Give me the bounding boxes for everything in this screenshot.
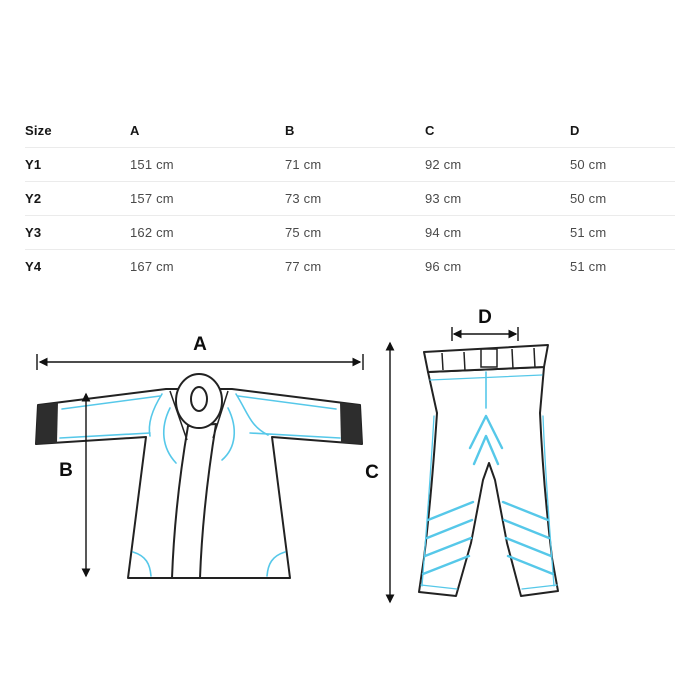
measurement-cell: 73 cm: [285, 181, 425, 216]
jacket-neckline-right: [212, 390, 229, 439]
column-header-b: B: [285, 114, 425, 148]
pants-illustration: [418, 344, 559, 597]
measurement-cell: 71 cm: [285, 147, 425, 182]
jacket-seam-accents: [59, 393, 341, 577]
measurement-cell: 51 cm: [570, 215, 675, 250]
measurement-diagram: A B C D: [0, 307, 700, 648]
size-label: Y2: [25, 181, 130, 216]
jacket-collar-loop-inner: [190, 386, 208, 412]
measurement-cell: 162 cm: [130, 215, 285, 250]
measurement-cell: 50 cm: [570, 181, 675, 216]
table-row: Y1 151 cm 71 cm 92 cm 50 cm: [25, 147, 675, 182]
dimension-arrows: A B C D: [36, 307, 519, 604]
table-header-row: Size A B C D: [25, 114, 675, 148]
size-label: Y3: [25, 215, 130, 250]
pants-outline: [418, 366, 559, 597]
pants-waistband: [423, 344, 549, 373]
measurement-cell: 92 cm: [425, 147, 570, 182]
jacket-right-cuff: [340, 402, 362, 444]
measurement-cell: 75 cm: [285, 215, 425, 250]
measurement-cell: 50 cm: [570, 147, 675, 182]
table-row: Y4 167 cm 77 cm 96 cm 51 cm: [25, 250, 675, 284]
pants-waistband-details: [441, 347, 536, 372]
measurement-cell: 96 cm: [425, 259, 462, 274]
column-header-a: A: [130, 114, 285, 148]
size-chart-table: Size A B C D Y1 151 cm 71 cm 92 cm 50 cm…: [25, 114, 675, 283]
column-header-d: D: [570, 114, 675, 148]
measurement-cell: 93 cm: [425, 181, 570, 216]
jacket-length-label: B: [59, 460, 73, 481]
pants-waist-label: D: [478, 308, 492, 328]
garment-diagram-svg: A B C D: [35, 307, 559, 604]
size-label: Y4: [25, 259, 42, 274]
measurement-cell: 151 cm: [130, 147, 285, 182]
pants-length-label: C: [365, 462, 379, 483]
measurement-cell: 157 cm: [130, 181, 285, 216]
jacket-lapel-band: [171, 423, 217, 579]
pants-accent-lines: [420, 371, 558, 590]
table-row: Y2 157 cm 73 cm 93 cm 50 cm: [25, 181, 675, 216]
column-header-size: Size: [25, 114, 130, 148]
measurement-cell: 167 cm: [130, 259, 174, 274]
measurement-cell: 77 cm: [285, 259, 322, 274]
size-label: Y1: [25, 147, 130, 182]
table-row: Y3 162 cm 75 cm 94 cm 51 cm: [25, 215, 675, 250]
jacket-left-cuff: [36, 402, 58, 444]
measurement-cell: 51 cm: [570, 259, 607, 274]
column-header-c: C: [425, 114, 570, 148]
measurement-cell: 94 cm: [425, 215, 570, 250]
jacket-illustration: [35, 373, 363, 579]
jacket-width-label: A: [193, 334, 207, 355]
